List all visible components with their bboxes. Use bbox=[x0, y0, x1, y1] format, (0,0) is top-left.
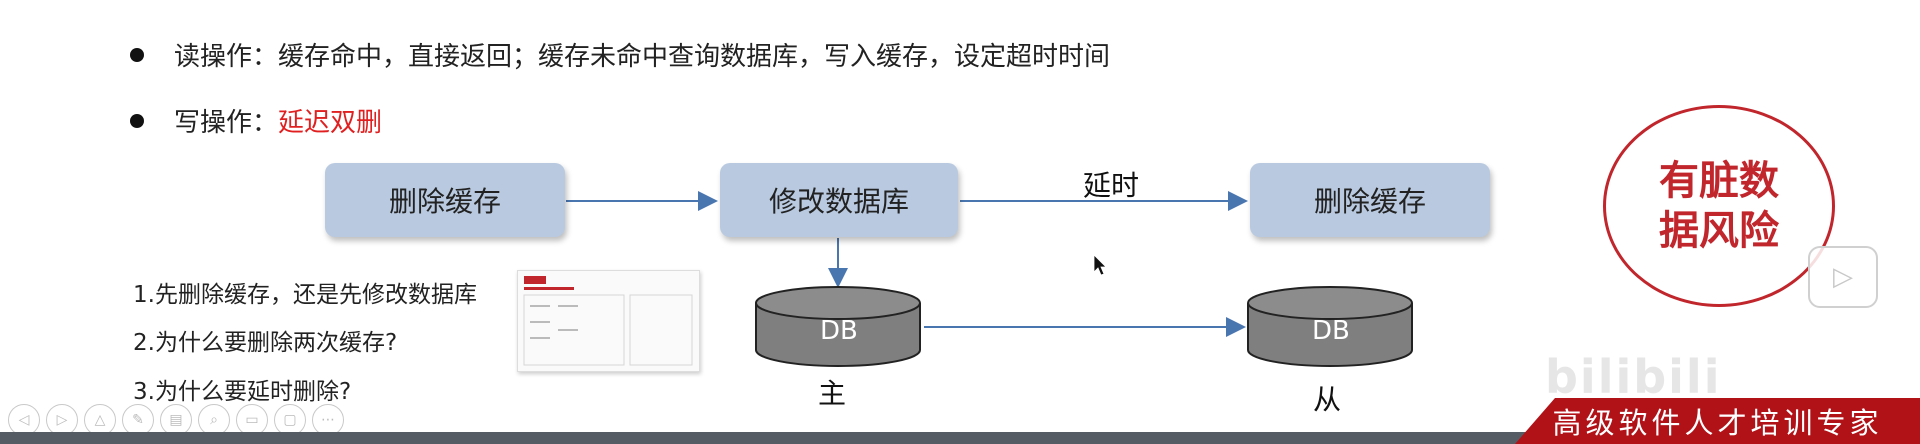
slave-label: 从 bbox=[1313, 383, 1342, 416]
cursor-icon bbox=[1093, 254, 1107, 276]
read-text: 缓存命中，直接返回；缓存未命中查询数据库，写入缓存，设定超时时间 bbox=[278, 42, 1111, 72]
bullet-read: 读操作： 缓存命中，直接返回；缓存未命中查询数据库，写入缓存，设定超时时间 bbox=[130, 36, 1110, 73]
play-button[interactable]: ▷ bbox=[1808, 246, 1878, 308]
bullet-write: 写操作： 延迟双删 bbox=[130, 102, 382, 139]
bullet-dot bbox=[130, 47, 144, 62]
question-3: 3.为什么要延时删除? bbox=[133, 379, 352, 405]
db-master-label: DB bbox=[820, 316, 858, 346]
db-slave-label: DB bbox=[1312, 316, 1350, 346]
read-label: 读操作： bbox=[174, 42, 279, 72]
delay-label: 延时 bbox=[1083, 169, 1140, 202]
dirty-data-risk-circle: 有脏数 据风险 bbox=[1603, 105, 1835, 307]
banner-text: 高级软件人才培训专家 bbox=[1552, 406, 1883, 440]
brand-banner: 高级软件人才培训专家 bbox=[1515, 398, 1920, 444]
bottom-bar bbox=[0, 432, 1920, 444]
question-1: 1.先删除缓存，还是先修改数据库 bbox=[133, 282, 477, 308]
write-text: 延迟双删 bbox=[278, 108, 383, 138]
risk-line-2: 据风险 bbox=[1659, 208, 1779, 254]
step-update-db: 修改数据库 bbox=[720, 163, 958, 237]
step-delete-cache-1: 删除缓存 bbox=[325, 163, 565, 237]
play-icon: ▷ bbox=[1833, 262, 1853, 292]
bullet-dot bbox=[130, 113, 144, 128]
question-2: 2.为什么要删除两次缓存? bbox=[133, 330, 398, 356]
write-label: 写操作： bbox=[174, 108, 279, 138]
thumbnail-image bbox=[517, 270, 700, 372]
step-delete-cache-2: 删除缓存 bbox=[1250, 163, 1490, 237]
risk-line-1: 有脏数 bbox=[1659, 158, 1779, 204]
watermark-logo: bilibili bbox=[1545, 350, 1722, 404]
master-label: 主 bbox=[818, 377, 847, 410]
